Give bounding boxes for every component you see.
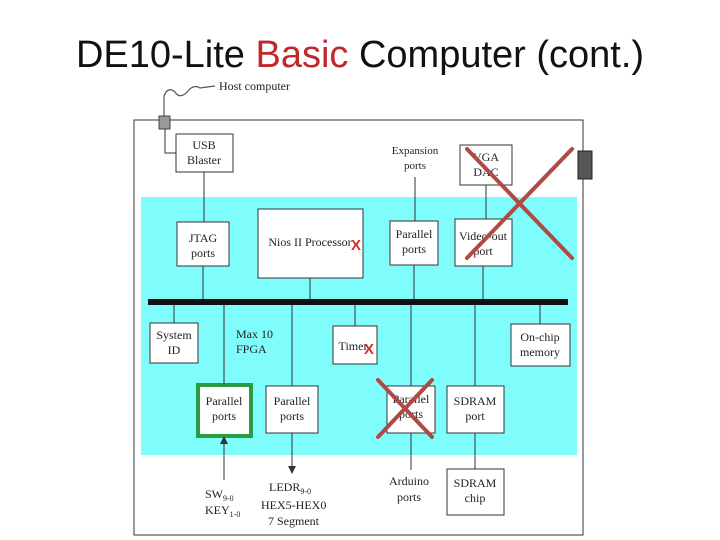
sdram-port-line2: port (465, 409, 485, 423)
cross-out-video (465, 147, 574, 260)
video-line1: Video-out (459, 229, 508, 243)
usb-cable (164, 129, 176, 154)
host-cable (163, 85, 216, 116)
pp-sw-line2: ports (212, 409, 236, 423)
usb-blaster-line1: USB (192, 138, 215, 152)
title-suffix: Computer (cont.) (348, 34, 645, 76)
system-bus (148, 299, 568, 305)
fpga-line1: Max 10 (236, 327, 273, 341)
pp-sw-line1: Parallel (206, 394, 243, 408)
key-label: KEY1-0 (205, 503, 240, 519)
sdram-port-block: SDRAM port (446, 385, 505, 434)
on-chip-memory-block: On-chip memory (510, 323, 571, 367)
usb-connector (158, 115, 171, 130)
pp-led-line1: Parallel (274, 394, 311, 408)
pp-top-line2: ports (402, 242, 426, 256)
expansion-ports-label: Expansion ports (392, 145, 439, 172)
jtag-ports-block: JTAG ports (176, 221, 230, 267)
slide-title: DE10-Lite Basic Computer (cont.) (0, 34, 720, 77)
system-id-block: System ID (149, 322, 199, 364)
hex-label: HEX5-HEX0 (261, 498, 326, 512)
arduino-label: Arduino ports (389, 474, 429, 504)
title-highlight: Basic (255, 34, 349, 76)
timer-label: Timer (339, 339, 368, 353)
vga-connector (577, 150, 593, 180)
expansion-line1: Expansion (392, 145, 439, 157)
processor-x-mark: X (351, 237, 361, 254)
switch-arrowhead (220, 436, 228, 444)
fpga-label: Max 10 FPGA (236, 327, 273, 356)
usb-blaster-block: USB Blaster (175, 133, 234, 173)
leds-label: LEDR9-0 HEX5-HEX0 7 Segment (261, 480, 326, 528)
parallel-ports-leds-block: Parallel ports (265, 385, 319, 434)
host-computer-label: Host computer (219, 79, 290, 93)
switches-keys-label: SW9-0 KEY1-0 (205, 487, 240, 519)
sdram-port-line1: SDRAM (454, 394, 497, 408)
jtag-line2: ports (191, 246, 215, 260)
timer-block: Timer (332, 325, 378, 365)
seven-seg-label: 7 Segment (268, 514, 320, 528)
sysid-line2: ID (168, 343, 181, 357)
expansion-line2: ports (404, 160, 426, 172)
sdram-chip-block: SDRAM chip (446, 468, 505, 516)
arduino-line2: ports (397, 490, 421, 504)
sysid-line1: System (156, 328, 192, 342)
led-arrowhead (288, 466, 296, 474)
nios-label: Nios II Processor (268, 235, 351, 249)
title-prefix: DE10-Lite (75, 34, 256, 76)
usb-blaster-line2: Blaster (187, 153, 221, 167)
timer-x-mark: X (364, 341, 374, 358)
ocm-line1: On-chip (520, 330, 559, 344)
ledr-label: LEDR9-0 (269, 480, 311, 496)
parallel-ports-switches-block: Parallel ports (196, 383, 253, 438)
parallel-ports-arduino-block: Parallel ports (386, 385, 436, 434)
fpga-line2: FPGA (236, 342, 267, 356)
pp-top-line1: Parallel (396, 227, 433, 241)
arduino-line1: Arduino (389, 474, 429, 488)
cross-out-arduino-ports (376, 378, 434, 439)
nios-processor-block: Nios II Processor (257, 208, 364, 279)
parallel-ports-top-block: Parallel ports (389, 220, 439, 266)
jtag-line1: JTAG (189, 231, 218, 245)
sdram-chip-line1: SDRAM (454, 476, 497, 490)
pp-led-line2: ports (280, 409, 304, 423)
sw-label: SW9-0 (205, 487, 234, 503)
sdram-chip-line2: chip (465, 491, 486, 505)
ocm-line2: memory (520, 345, 560, 359)
